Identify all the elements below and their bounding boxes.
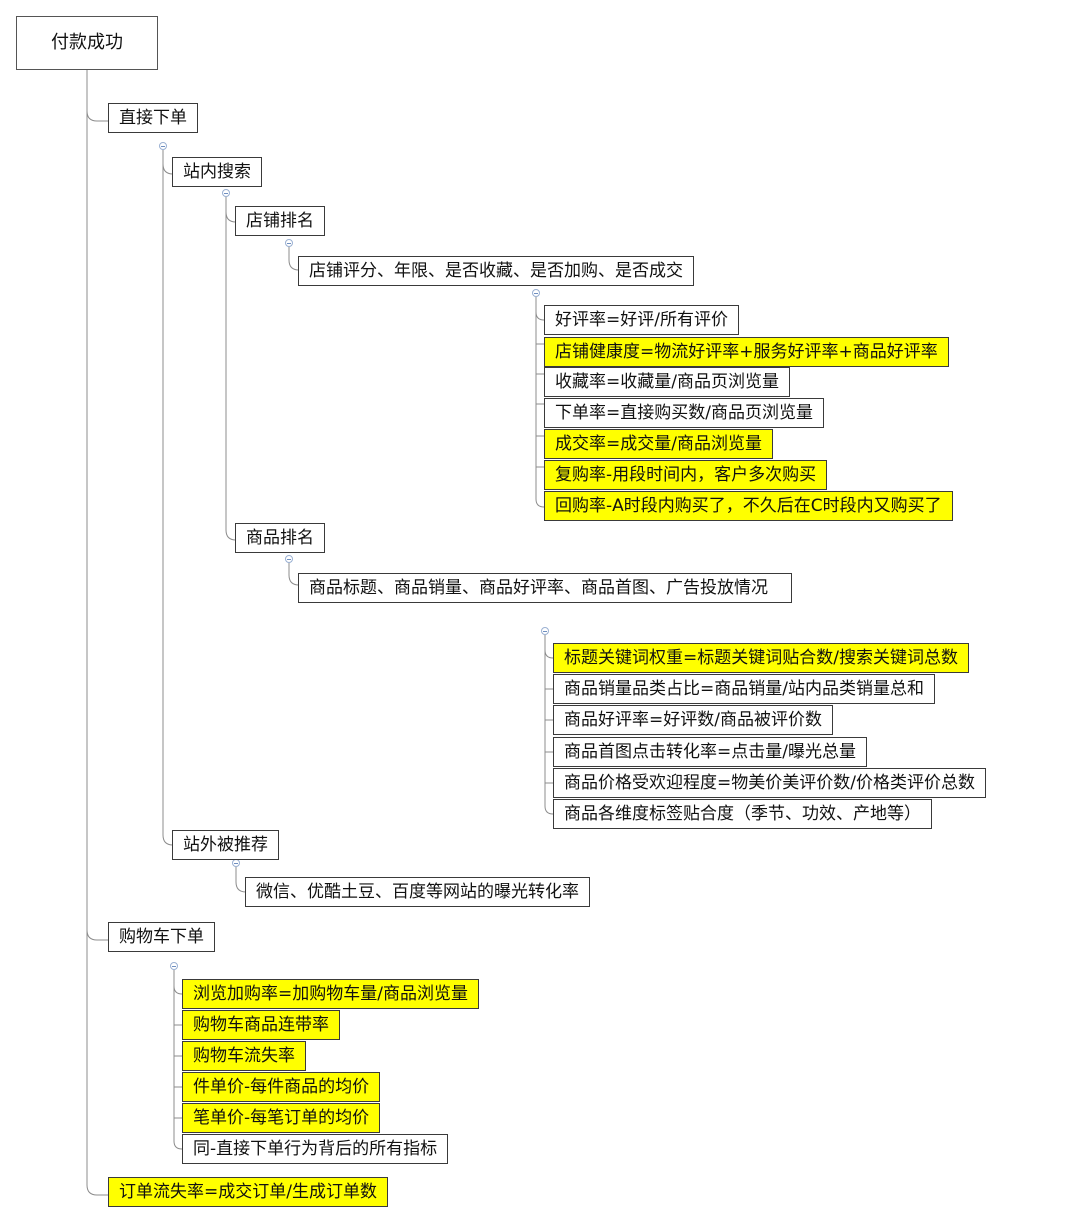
- metric-cart-attach-rate[interactable]: 购物车商品连带率: [182, 1010, 340, 1040]
- metric-product-positive-rate[interactable]: 商品好评率=好评数/商品被评价数: [553, 705, 833, 735]
- metric-browse-add-cart-rate[interactable]: 浏览加购率=加购物车量/商品浏览量: [182, 979, 479, 1009]
- collapse-toggle-shop-factors[interactable]: [532, 289, 540, 297]
- node-cart-order[interactable]: 购物车下单: [108, 922, 215, 952]
- metric-order-rate[interactable]: 下单率=直接购买数/商品页浏览量: [544, 398, 824, 428]
- metric-return-purchase-rate[interactable]: 回购率-A时段内购买了，不久后在C时段内又购买了: [544, 491, 953, 521]
- metric-favorite-rate[interactable]: 收藏率=收藏量/商品页浏览量: [544, 367, 790, 397]
- metric-price-popularity[interactable]: 商品价格受欢迎程度=物美价美评价数/价格类评价总数: [553, 768, 986, 798]
- metric-sales-category-share[interactable]: 商品销量品类占比=商品销量/站内品类销量总和: [553, 674, 935, 704]
- node-shop-factors[interactable]: 店铺评分、年限、是否收藏、是否加购、是否成交: [298, 256, 694, 286]
- node-offsite-recommended[interactable]: 站外被推荐: [172, 830, 279, 860]
- metric-main-image-ctr[interactable]: 商品首图点击转化率=点击量/曝光总量: [553, 737, 867, 767]
- metric-shop-positive-rate[interactable]: 好评率=好评/所有评价: [544, 305, 739, 335]
- metric-same-as-direct[interactable]: 同-直接下单行为背后的所有指标: [182, 1134, 449, 1164]
- node-onsite-search[interactable]: 站内搜索: [172, 157, 262, 187]
- collapse-toggle-product-rank[interactable]: [285, 555, 293, 563]
- metric-cart-abandon-rate[interactable]: 购物车流失率: [182, 1041, 306, 1071]
- root-node[interactable]: 付款成功: [16, 16, 158, 70]
- metric-order-unit-price[interactable]: 笔单价-每笔订单的均价: [182, 1103, 381, 1133]
- metric-repurchase-rate[interactable]: 复购率-用段时间内，客户多次购买: [544, 460, 828, 490]
- collapse-toggle-product-factors[interactable]: [541, 627, 549, 635]
- collapse-toggle-cart-order[interactable]: [170, 962, 178, 970]
- collapse-toggle-onsite-search[interactable]: [222, 189, 230, 197]
- collapse-toggle-direct-order[interactable]: [159, 142, 167, 150]
- metric-item-unit-price[interactable]: 件单价-每件商品的均价: [182, 1072, 381, 1102]
- metric-shop-health[interactable]: 店铺健康度=物流好评率+服务好评率+商品好评率: [544, 337, 949, 367]
- node-order-loss-rate[interactable]: 订单流失率=成交订单/生成订单数: [108, 1177, 388, 1207]
- node-direct-order[interactable]: 直接下单: [108, 103, 198, 133]
- collapse-toggle-offsite[interactable]: [232, 859, 240, 867]
- node-shop-rank[interactable]: 店铺排名: [235, 206, 325, 236]
- metric-tag-fit[interactable]: 商品各维度标签贴合度（季节、功效、产地等）: [553, 799, 932, 829]
- collapse-toggle-shop-rank[interactable]: [285, 239, 293, 247]
- node-product-rank[interactable]: 商品排名: [235, 523, 325, 553]
- node-product-factors[interactable]: 商品标题、商品销量、商品好评率、商品首图、广告投放情况: [298, 573, 792, 603]
- metric-conversion-rate[interactable]: 成交率=成交量/商品浏览量: [544, 429, 773, 459]
- node-offsite-detail[interactable]: 微信、优酷土豆、百度等网站的曝光转化率: [245, 877, 590, 907]
- metric-title-keyword-weight[interactable]: 标题关键词权重=标题关键词贴合数/搜索关键词总数: [553, 643, 969, 673]
